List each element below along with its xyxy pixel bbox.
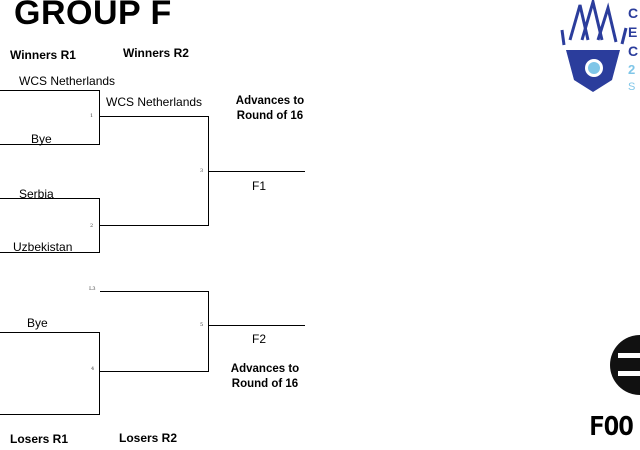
match4-top-line [0, 332, 100, 333]
final1-line [209, 171, 305, 172]
advance1-text: Advances to Round of 16 [235, 95, 305, 122]
match4-id: 4 [91, 366, 95, 372]
match1-team-top: WCS Netherlands [19, 74, 116, 88]
match1-id: 1 [90, 113, 94, 119]
match2-connector [99, 198, 100, 253]
match3-id: 3 [200, 168, 204, 174]
svg-text:C: C [628, 43, 638, 59]
match4-bottom-line [0, 414, 100, 415]
svg-text:S: S [628, 81, 635, 93]
svg-text:2: 2 [628, 62, 635, 77]
match1-team-bottom: Bye [31, 132, 52, 146]
match1-connector [99, 90, 100, 145]
loser3-line [100, 291, 209, 292]
match5-id: 5 [200, 322, 204, 328]
match2-team-top: Serbia [19, 187, 54, 201]
match4-connector [99, 332, 100, 415]
match2-bottom-line [0, 252, 100, 253]
header-losers-r2: Losers R2 [119, 431, 178, 445]
match3-top-line [100, 116, 209, 117]
match2-top-line [0, 198, 100, 199]
match2-team-bottom: Uzbekistan [13, 240, 73, 254]
header-winners-r2: Winners R2 [123, 46, 189, 60]
match5-connector [208, 291, 209, 372]
advance2-text: Advances to Round of 16 [230, 363, 300, 390]
svg-text:C: C [628, 5, 638, 21]
match3-connector [208, 116, 209, 226]
page-title: GROUP F [14, 0, 172, 32]
event-logo: C E C 2 S [560, 0, 638, 93]
final2-label: F2 [252, 332, 267, 346]
header-winners-r1: Winners R1 [10, 48, 76, 62]
match3-team-top: WCS Netherlands [106, 95, 203, 109]
svg-text:E: E [628, 24, 637, 40]
final2-line [209, 325, 305, 326]
sponsor-emblem [610, 335, 640, 395]
match1-bottom-line [0, 144, 100, 145]
loser3-id: L3 [89, 286, 96, 292]
match4-team-top: Bye [27, 316, 48, 330]
header-losers-r1: Losers R1 [10, 432, 69, 446]
match3-bottom-line [100, 225, 209, 226]
sponsor-wordmark: FOO [589, 412, 634, 442]
final1-label: F1 [252, 179, 267, 193]
match2-id: 2 [90, 223, 94, 229]
match1-top-line [0, 90, 100, 91]
match4-out-line [100, 371, 209, 372]
